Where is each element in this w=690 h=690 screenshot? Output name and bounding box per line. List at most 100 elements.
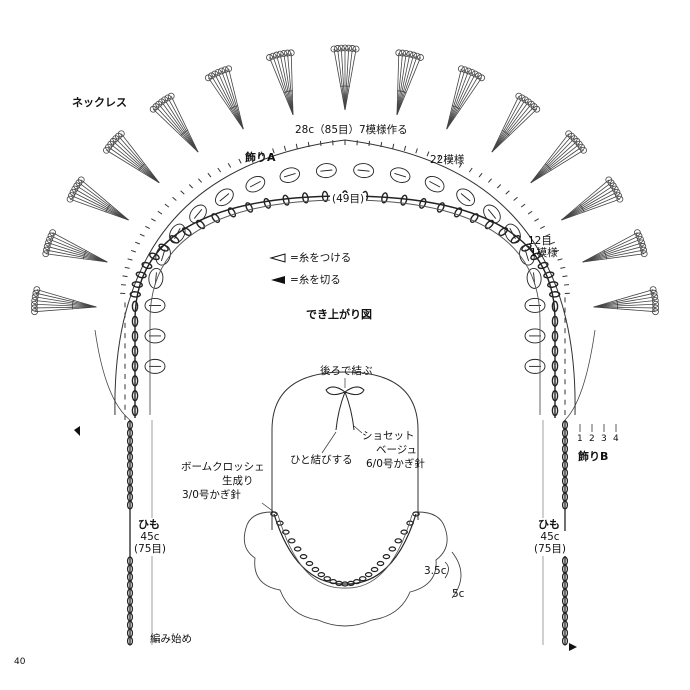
picot [33,286,41,293]
fan-ray [396,57,421,115]
stitch-tick [197,178,203,183]
picot [218,67,225,75]
fan-ray [446,72,473,130]
mini-necklace-stitch [293,546,302,552]
stitch-tick [217,167,222,173]
decoration-b-ticks [579,424,617,432]
stitch-tick [368,140,371,146]
stitch-tick [545,233,551,237]
fan-ray [49,238,108,263]
fan-ray [283,53,294,115]
fan-scallop [616,299,619,310]
fan-ray [112,141,160,184]
stitch-tick [549,241,555,245]
chain-stitch [227,207,237,218]
lace-leg-right [564,329,596,421]
picot [413,52,421,60]
fan-ray [344,48,350,111]
fan-ray [224,69,244,130]
picot [406,50,414,58]
picot [395,49,403,57]
mini-necklace-stitch [388,546,397,552]
stitch-tick [527,210,533,215]
fan-ray [593,306,656,313]
picot [565,130,573,138]
fan-ray [290,52,294,115]
fan-ray [217,72,244,130]
picot [330,45,338,53]
fan-ray [158,103,199,153]
picot [43,246,50,254]
fan-ray [118,135,160,184]
string-chain-stitch [126,636,134,646]
fan-ray [34,303,97,308]
fan-ray [593,296,655,308]
head-outline [271,371,419,530]
stitch-tick [135,241,141,245]
string-left [126,420,134,646]
fan-ray [337,48,346,111]
picot [613,188,621,196]
fan-ray [34,300,97,308]
fan-ray [161,101,199,153]
chain-stitch [302,192,309,204]
stitch-tick [458,163,463,168]
chain-stitch [131,389,139,402]
chain-stitch [381,192,388,204]
picot [167,92,175,100]
chain-stitch [551,300,559,313]
bead-stripe [394,173,407,178]
fan-ray [396,53,403,115]
fan-ray [228,68,244,130]
picot [475,72,482,80]
picot [149,105,157,113]
yarn-1-color: 生成り [222,475,254,487]
fan-ray [582,249,644,263]
chain-stitch [263,197,272,209]
string-left-label-2: 45c [134,531,166,544]
stitch-tick [403,145,407,151]
chain-stitch [131,315,139,327]
fan-ray [115,138,160,184]
fan-ray [561,198,621,221]
fan-ray [491,106,535,153]
stitch-tick [238,158,242,164]
fan-ray [35,296,97,308]
repeat-a-label: 22模様 [430,154,465,166]
picot [49,229,57,237]
picot [399,49,406,57]
picot [31,300,38,308]
fan-ray [530,143,580,184]
chain-stitch [498,227,509,237]
chain-stitch [484,219,495,230]
stitch-tick [487,178,493,183]
stitch-tick [139,233,145,237]
stitch-tick [534,218,540,222]
fan-ray [491,97,523,153]
picot [276,50,284,58]
fan-scallop [105,203,111,213]
page-number: 40 [14,657,26,667]
fan-ray [50,235,108,263]
fan-ray [208,77,244,130]
chain-stitch [521,243,532,252]
mini-necklace-stitch [382,554,391,560]
chain-stitch [245,202,254,213]
fan-ray [446,75,479,130]
chain-stitch [543,271,555,279]
stitch-tick [124,266,130,269]
mini-necklace-stitch [358,576,367,582]
outer-lace-fans [30,44,660,421]
fan-ray [491,99,526,153]
decoration-b-label: 飾りB [578,450,609,463]
mini-necklace-stitch [311,566,320,573]
fan-ray [582,232,638,263]
chain-stitch [551,389,559,402]
picot [615,192,622,200]
fan-ray [446,73,476,130]
fan-ray [34,306,97,313]
mini-necklace-stitch [299,554,308,560]
fan-ray [561,195,619,221]
fan-ray [446,68,462,130]
picot [651,293,659,301]
